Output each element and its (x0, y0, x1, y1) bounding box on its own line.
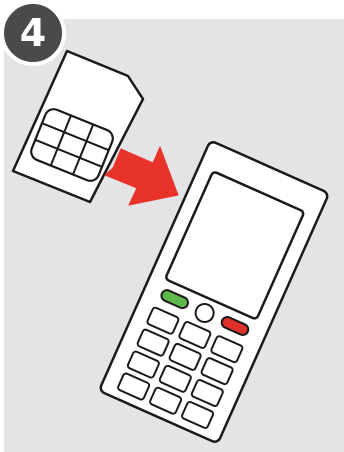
insert-arrow-icon (105, 147, 178, 205)
